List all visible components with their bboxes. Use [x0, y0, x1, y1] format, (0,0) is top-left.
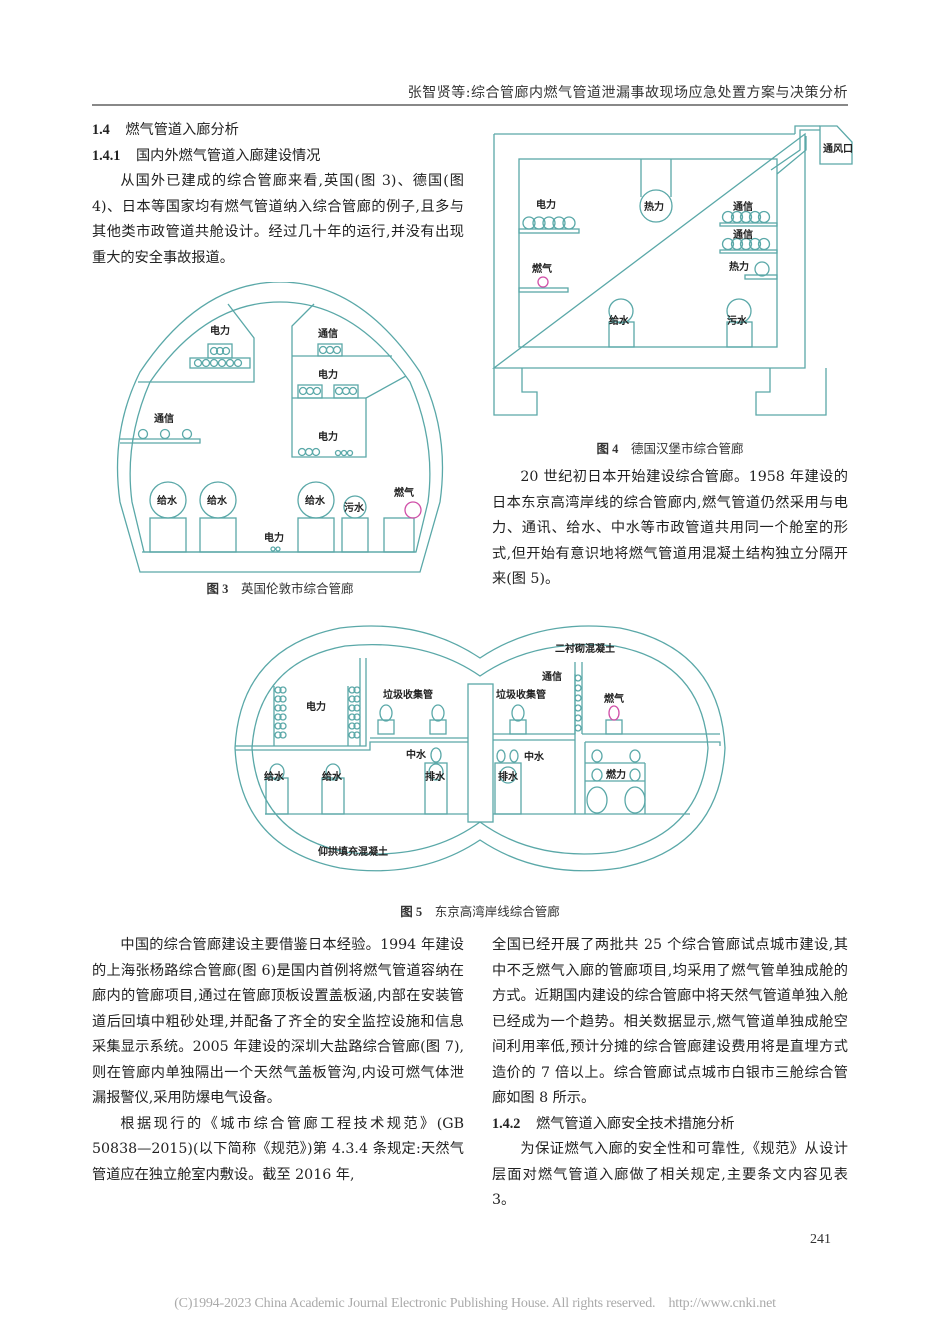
figure-3-caption: 图 3 英国伦敦市综合管廊 — [110, 578, 450, 597]
label-sewage: 污水 — [727, 314, 748, 327]
label-reclaimed-left: 中水 — [406, 748, 427, 761]
label-water-3: 给水 — [305, 494, 326, 507]
section-heading-1-4: 1.4 燃气管道入廊分析 — [92, 118, 464, 144]
label-reclaimed-right: 中水 — [524, 750, 545, 763]
paragraph: 20 世纪初日本开始建设综合管廊。1958 年建设的日本东京高湾岸线的综合管廊内… — [492, 469, 848, 587]
label-gas: 燃气 — [532, 262, 552, 275]
figure-5-diagram: 电力 垃圾收集管 垃圾收集管 二衬砌混凝土 通信 燃气 中水 中水 给水 给水 … — [234, 625, 726, 872]
label-garbage-left: 垃圾收集管 — [383, 688, 433, 701]
figure-5-caption: 图 5 东京高湾岸线综合管廊 — [230, 901, 730, 920]
figure-3-diagram: 电力 通信 电力 通信 电力 给水 给水 给水 污水 燃气 电力 — [116, 282, 444, 573]
label-water-a: 给水 — [264, 770, 285, 783]
label-heat-top: 热力 — [644, 200, 664, 213]
label-power-top: 电力 — [210, 324, 230, 337]
section-number: 1.4.2 — [492, 1115, 521, 1132]
label-telecom: 通信 — [542, 670, 562, 683]
caption-text: 东京高湾岸线综合管廊 — [434, 904, 560, 919]
running-header: 张智贤等:综合管廊内燃气管道泄漏事故现场应急处置方案与决策分析 — [407, 85, 848, 101]
label-garbage-right: 垃圾收集管 — [496, 688, 546, 701]
label-secondary-lining: 二衬砌混凝土 — [555, 642, 615, 655]
label-water-2: 给水 — [207, 494, 228, 507]
label-drain-left: 排水 — [425, 770, 446, 783]
section-heading-1-4-1: 1.4.1 国内外燃气管道入廊建设情况 — [92, 144, 464, 170]
label-power-mid: 电力 — [318, 368, 338, 381]
copyright-footer: (C)1994-2023 China Academic Journal Elec… — [174, 1296, 776, 1311]
label-drain-right: 排水 — [498, 770, 519, 783]
label-heat-right: 热力 — [729, 260, 749, 273]
paragraph: 为保证燃气入廊的安全性和可靠性,《规范》从设计层面对燃气管道入廊做了相关规定,主… — [492, 1141, 848, 1208]
section-title: 燃气管道入廊安全技术措施分析 — [535, 1115, 735, 1132]
header-rule — [92, 104, 848, 106]
caption-number: 图 4 — [596, 442, 619, 456]
label-water: 给水 — [609, 314, 630, 327]
label-power-box: 电力 — [318, 430, 338, 443]
caption-text: 英国伦敦市综合管廊 — [240, 581, 354, 596]
right-column-top: 20 世纪初日本开始建设综合管廊。1958 年建设的日本东京高湾岸线的综合管廊内… — [492, 465, 848, 593]
label-telecom-2: 通信 — [733, 228, 753, 241]
figure-4-caption: 图 4 德国汉堡市综合管廊 — [480, 438, 860, 457]
label-telecom-left: 通信 — [154, 412, 174, 425]
caption-text: 德国汉堡市综合管廊 — [630, 441, 744, 456]
label-telecom-top: 通信 — [318, 327, 338, 340]
label-telecom-1: 通信 — [733, 200, 753, 213]
section-number: 1.4 — [92, 122, 110, 138]
label-fuel-power: 燃力 — [606, 768, 626, 781]
page-number: 241 — [810, 1232, 831, 1247]
label-power: 电力 — [536, 198, 556, 211]
label-gas: 燃气 — [394, 486, 414, 499]
paragraph: 中国的综合管廊建设主要借鉴日本经验。1994 年建设的上海张杨路综合管廊(图 6… — [92, 937, 464, 1106]
paragraph: 从国外已建成的综合管廊来看,英国(图 3)、德国(图 4)、日本等国家均有燃气管… — [92, 173, 464, 266]
label-power: 电力 — [306, 700, 326, 713]
label-invert-fill: 仰拱填充混凝土 — [318, 845, 388, 858]
caption-number: 图 3 — [206, 582, 229, 596]
paragraph: 根据现行的《城市综合管廊工程技术规范》(GB 50838—2015)(以下简称《… — [92, 1115, 464, 1183]
right-column-bottom: 全国已经开展了两批共 25 个综合管廊试点城市建设,其中不乏燃气入廊的管廊项目,… — [492, 933, 848, 1214]
label-vent: 通风口 — [823, 143, 853, 155]
section-title: 国内外燃气管道入廊建设情况 — [135, 147, 321, 164]
section-number: 1.4.1 — [92, 147, 121, 164]
label-sewage: 污水 — [344, 501, 365, 514]
paragraph: 全国已经开展了两批共 25 个综合管廊试点城市建设,其中不乏燃气入廊的管廊项目,… — [492, 937, 848, 1106]
label-water-1: 给水 — [157, 494, 178, 507]
left-column-top: 1.4 燃气管道入廊分析 1.4.1 国内外燃气管道入廊建设情况 从国外已建成的综合… — [92, 118, 464, 271]
label-water-b: 给水 — [322, 770, 343, 783]
figure-4-diagram: 通风口 热力 电力 通信 通信 热力 燃气 给水 污水 — [492, 125, 853, 416]
caption-number: 图 5 — [400, 905, 423, 919]
section-heading-1-4-2: 1.4.2 燃气管道入廊安全技术措施分析 — [492, 1112, 848, 1138]
section-title: 燃气管道入廊分析 — [125, 122, 239, 138]
left-column-bottom: 中国的综合管廊建设主要借鉴日本经验。1994 年建设的上海张杨路综合管廊(图 6… — [92, 933, 464, 1188]
label-power-floor: 电力 — [264, 531, 284, 544]
label-gas: 燃气 — [604, 692, 624, 705]
